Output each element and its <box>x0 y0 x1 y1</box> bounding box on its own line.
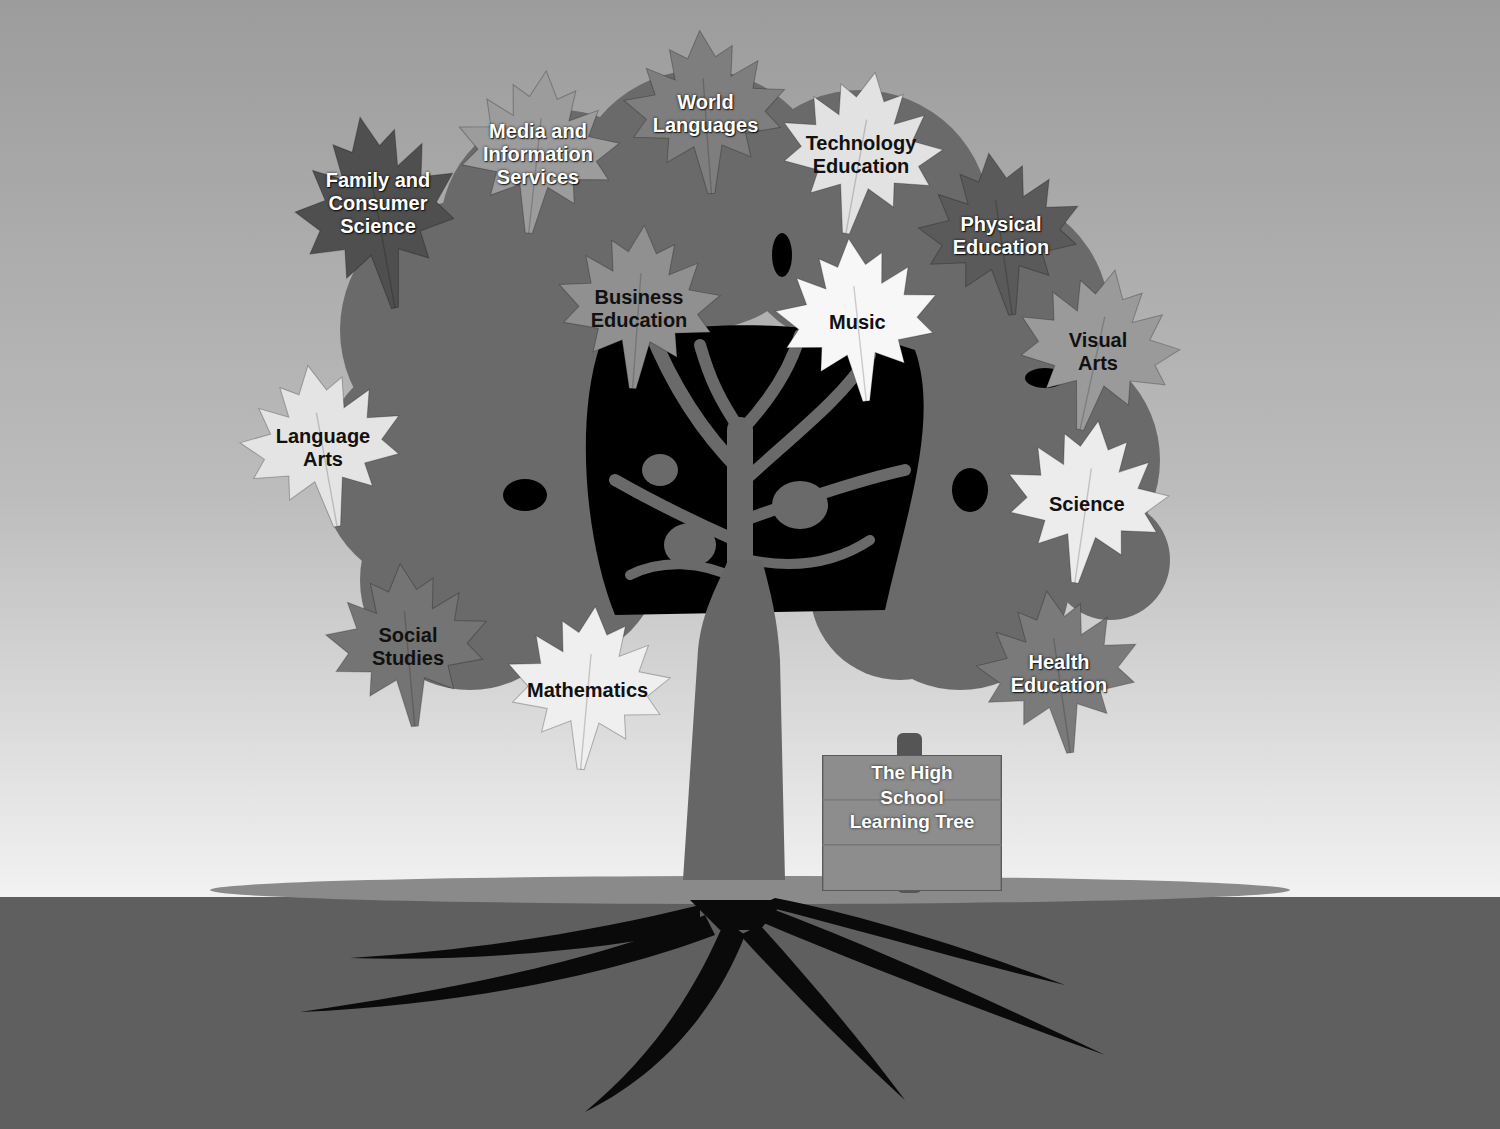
subject-label: Social Studies <box>358 624 458 670</box>
sign-label: The High School Learning Tree <box>842 761 982 835</box>
sky <box>0 0 1500 897</box>
ground <box>0 897 1500 1129</box>
leaf-node: Health Education <box>971 587 1146 757</box>
leaf-node: Family and Consumer Science <box>290 111 465 314</box>
subject-label: Visual Arts <box>1058 329 1138 375</box>
subject-label: Business Education <box>579 286 699 332</box>
subject-label: Health Education <box>999 651 1119 697</box>
leaf-node: Visual Arts <box>1010 265 1185 435</box>
sign-board: The High School Learning Tree <box>822 755 1002 891</box>
leaf-node: Music <box>770 235 945 405</box>
inner-leaves <box>642 454 828 567</box>
subject-label: Science <box>1049 493 1125 516</box>
subject-label: Family and Consumer Science <box>313 169 443 238</box>
subject-label: Physical Education <box>941 213 1061 259</box>
leaf-node: Physical Education <box>913 149 1088 319</box>
subject-label: Language Arts <box>273 425 373 471</box>
leaf-node: Mathematics <box>500 603 676 773</box>
leaf-node: Language Arts <box>235 361 410 531</box>
subject-label: Music <box>829 311 886 334</box>
subject-label: World Languages <box>643 91 768 137</box>
leaf-node: Technology Education <box>773 68 948 238</box>
subject-label: Media and Information Services <box>473 120 603 189</box>
roots <box>300 898 1105 1112</box>
leaf-node: Social Studies <box>320 560 495 730</box>
subject-label: Mathematics <box>527 679 648 702</box>
leaf-node: Business Education <box>551 222 726 392</box>
leaf-node: World Languages <box>618 27 793 197</box>
trunk <box>683 560 785 880</box>
subject-label: Technology Education <box>795 132 927 178</box>
grass <box>210 876 1290 904</box>
leaf-node: Science <box>999 417 1174 587</box>
leaf-node: Media and Information Services <box>450 67 625 237</box>
